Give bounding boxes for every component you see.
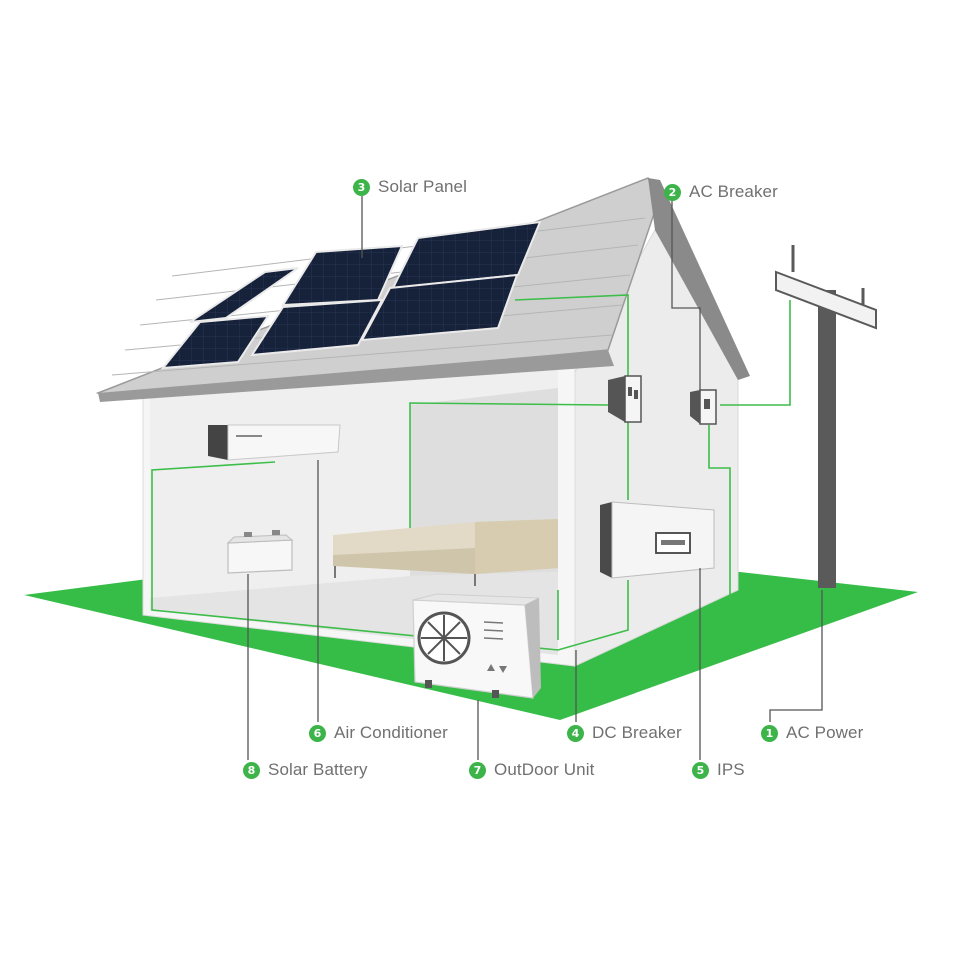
- callout-ac-breaker: 2 AC Breaker: [664, 182, 778, 202]
- solar-panel-module: [360, 273, 519, 342]
- outdoor-unit: [412, 593, 541, 699]
- callout-ips: 5 IPS: [692, 760, 745, 780]
- callout-number-badge: 8: [243, 761, 260, 779]
- ac-breaker-box: [690, 389, 717, 425]
- callout-label: Air Conditioner: [334, 723, 448, 742]
- callout-ac-power: 1 AC Power: [761, 723, 863, 743]
- solar-panel-module: [160, 314, 270, 370]
- callout-number-badge: 2: [664, 183, 681, 201]
- sofa: [333, 519, 558, 586]
- solar-battery-unit: [226, 530, 294, 574]
- callout-number-badge: 3: [353, 178, 370, 196]
- callout-label: AC Breaker: [689, 182, 778, 201]
- ac-power-pole: [775, 245, 877, 588]
- solar-panel-module: [250, 298, 384, 357]
- callout-label: Solar Panel: [378, 177, 467, 196]
- callout-solar-battery: 8 Solar Battery: [243, 760, 368, 780]
- callout-label: IPS: [717, 760, 745, 779]
- leader-lines: [247, 196, 823, 760]
- callout-label: Solar Battery: [268, 760, 368, 779]
- dc-breaker-box: [608, 375, 642, 423]
- callout-number-badge: 7: [469, 761, 486, 779]
- callout-solar-panel: 3 Solar Panel: [353, 177, 467, 197]
- wiring: [151, 294, 791, 651]
- roof-gable-edge: [648, 178, 750, 380]
- solar-panel-array: [160, 220, 542, 370]
- roof-eave: [98, 350, 614, 402]
- solar-panel-module: [189, 267, 299, 323]
- callout-label: DC Breaker: [592, 723, 682, 742]
- callout-number-badge: 4: [567, 724, 584, 742]
- callout-air-conditioner: 6 Air Conditioner: [309, 723, 448, 743]
- callout-number-badge: 6: [309, 724, 326, 742]
- callout-number-badge: 1: [761, 724, 778, 742]
- callout-number-badge: 5: [692, 761, 709, 779]
- callout-outdoor-unit: 7 OutDoor Unit: [469, 760, 594, 780]
- callout-dc-breaker: 4 DC Breaker: [567, 723, 682, 743]
- callout-label: AC Power: [786, 723, 864, 742]
- ips-unit: [600, 501, 715, 579]
- callout-label: OutDoor Unit: [494, 760, 595, 779]
- air-conditioner-unit: [208, 424, 341, 461]
